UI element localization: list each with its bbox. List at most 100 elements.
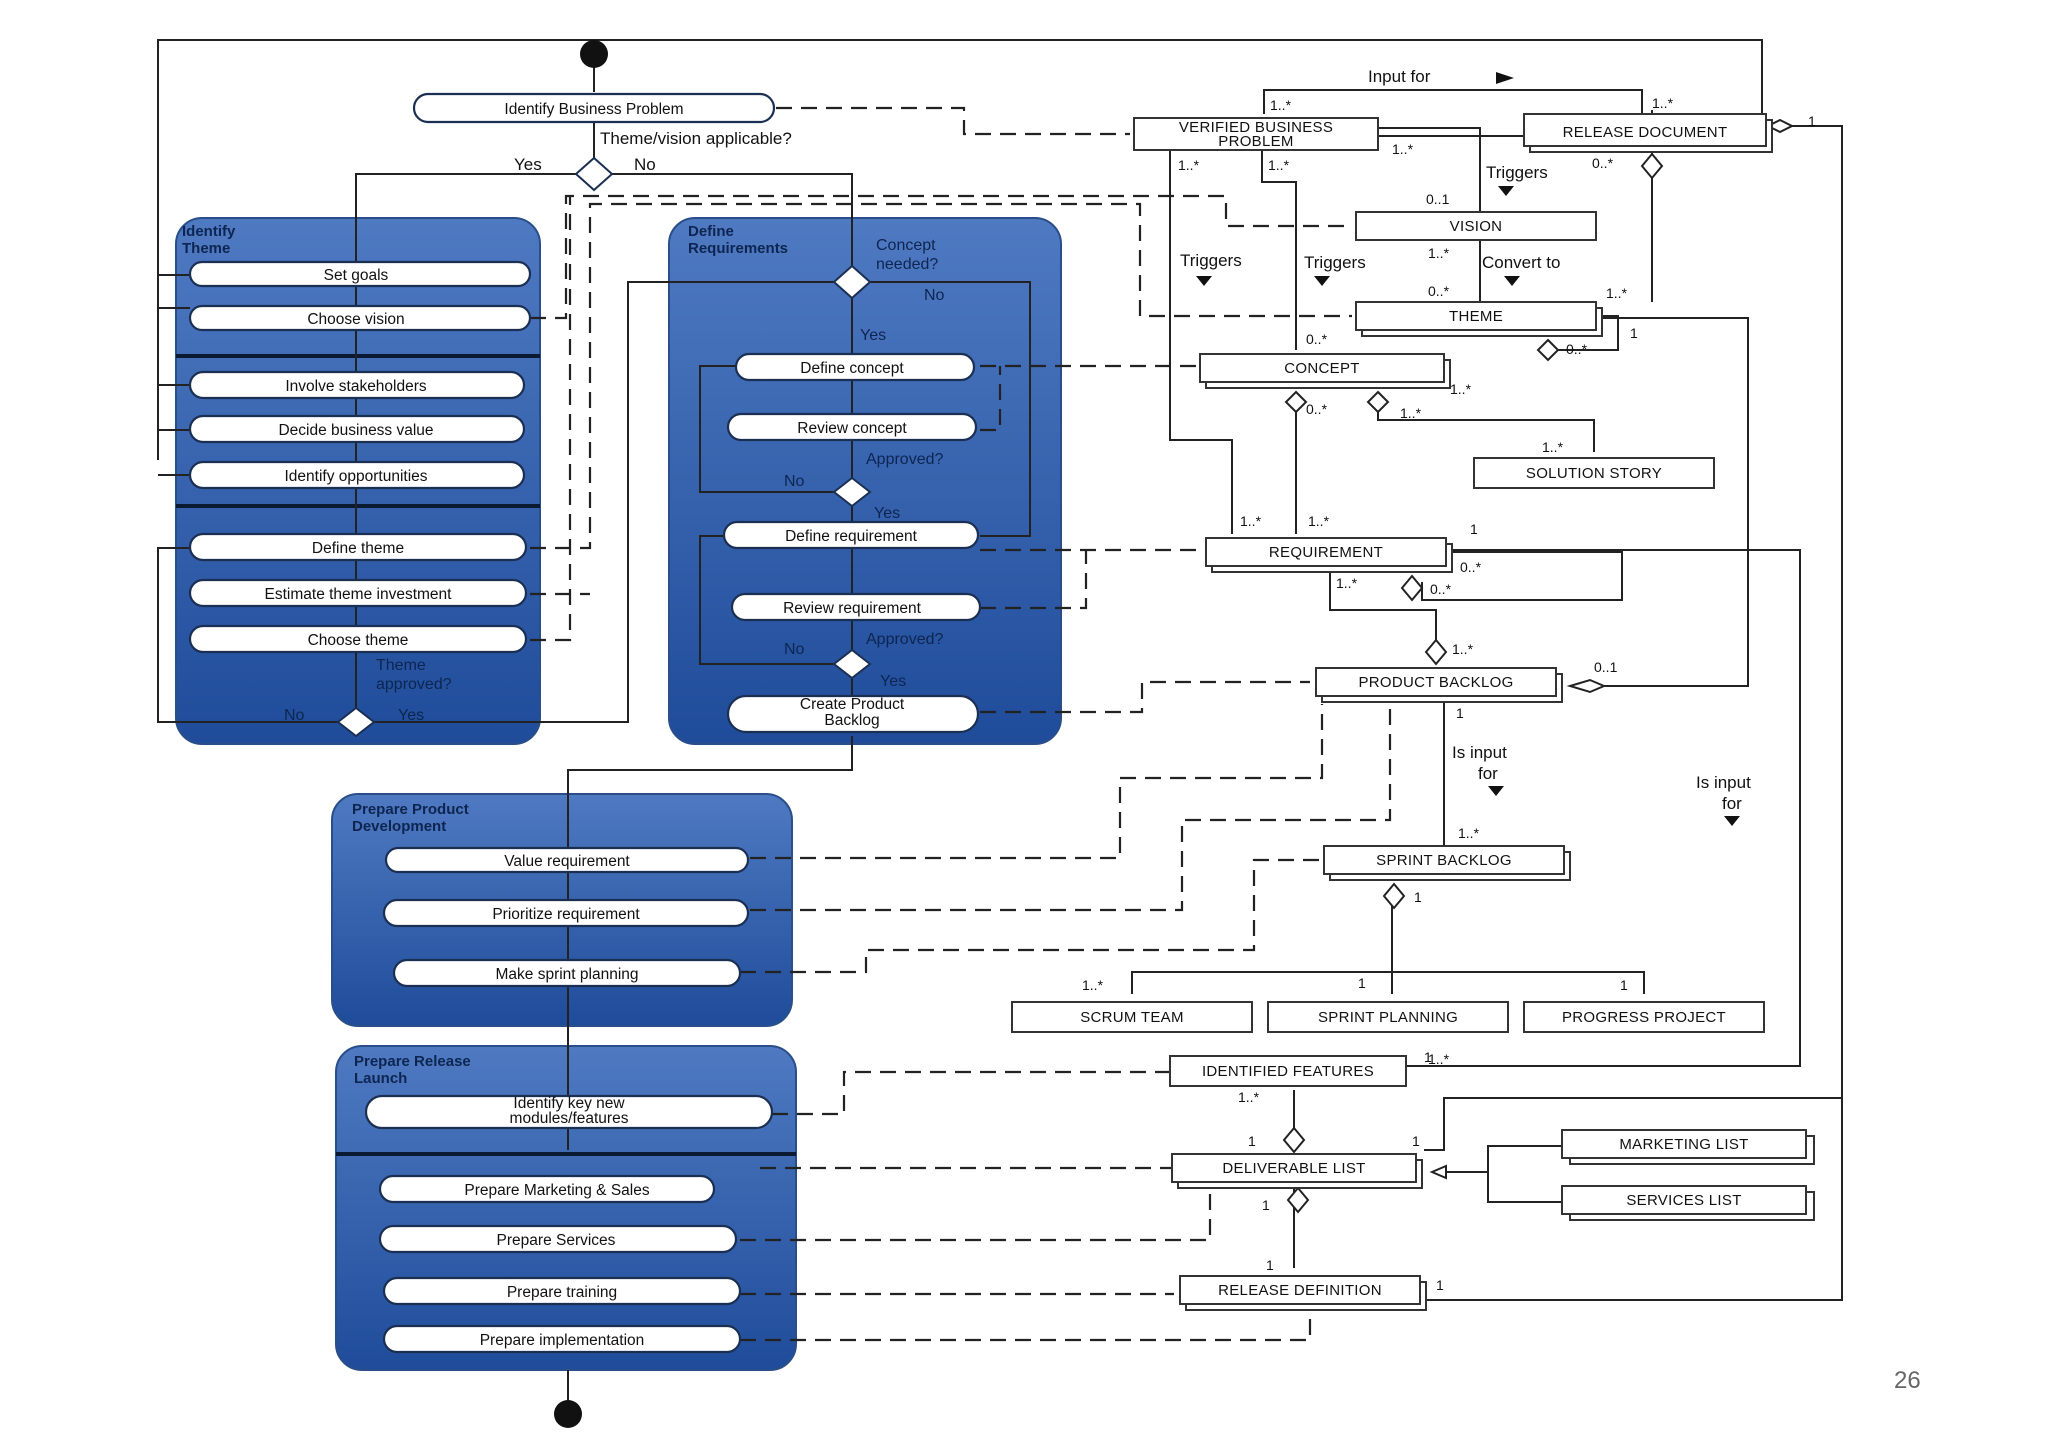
flow-label-approved: Approved? [866,631,943,648]
activity-involve-stakeholders: Involve stakeholders [188,370,526,400]
activity-review-concept: Review concept [726,412,978,442]
activity-identify-opportunities: Identify opportunities [188,460,526,490]
multiplicity: 0..* [1306,401,1328,417]
activity-label: Choose vision [307,311,404,328]
activity-label: Prepare Services [497,1232,616,1249]
multiplicity: 0..* [1430,581,1452,597]
class-label: IDENTIFIED FEATURES [1202,1063,1374,1080]
class-label: SPRINT BACKLOG [1376,852,1512,869]
multiplicity: 1..* [1238,1089,1260,1105]
activity-choose-theme: Choose theme [188,624,528,654]
activity-make-sprint-planning: Make sprint planning [392,958,742,988]
multiplicity: 1 [1808,113,1816,129]
multiplicity: 1 [1414,889,1422,905]
direction-arrow-icon [1314,276,1330,286]
multiplicity: 1 [1470,521,1478,537]
activity-label: Define theme [312,540,404,557]
activity-identify-business-problem: Identify Business Problem [412,92,776,124]
start-node [580,40,608,68]
multiplicity: 1..* [1400,405,1422,421]
multiplicity: 1 [1262,1197,1270,1213]
class-label: SERVICES LIST [1626,1192,1741,1209]
multiplicity-labels: 1..* 1..* 1..* 1..* 1..* 0..* 0..1 1..* … [1082,95,1816,1293]
flow-label-no: No [924,287,945,304]
multiplicity: 0..* [1306,331,1328,347]
class-label: REQUIREMENT [1269,544,1383,561]
activity-label: Prioritize requirement [492,906,640,923]
class-label: THEME [1449,308,1503,325]
multiplicity: 1..* [1542,439,1564,455]
multiplicity: 1..* [1308,513,1330,529]
multiplicity: 1 [1620,977,1628,993]
activity-label: Choose theme [308,632,409,649]
multiplicity: 1..* [1082,977,1104,993]
direction-arrow-icon [1498,186,1514,196]
class-deliverable-list: DELIVERABLE LIST [1171,1153,1423,1189]
activity-label: Decide business value [278,422,433,439]
activity-prepare-training: Prepare training [382,1276,742,1306]
class-label: PRODUCT BACKLOG [1358,674,1513,691]
decision-theme-approved [336,706,376,738]
multiplicity: 0..* [1428,283,1450,299]
multiplicity: 1 [1630,325,1638,341]
relation-label-triggers: Triggers [1180,251,1242,270]
activity-prepare-services: Prepare Services [378,1224,738,1254]
direction-arrow-icon [1724,816,1740,826]
direction-arrow-icon [1504,276,1520,286]
decision-requirement-approved [832,648,872,680]
activity-define-concept: Define concept [734,352,976,382]
activity-label: Involve stakeholders [285,378,427,395]
multiplicity: 0..* [1460,559,1482,575]
class-scrum-team: SCRUM TEAM [1011,1001,1253,1033]
multiplicity: 0..1 [1426,191,1450,207]
activity-label: Identify opportunities [284,468,427,485]
class-sprint-planning: SPRINT PLANNING [1267,1001,1509,1033]
multiplicity: 1 [1424,1049,1432,1065]
multiplicity: 1..* [1428,1051,1450,1067]
multiplicity: 1 [1436,1277,1444,1293]
class-progress-project: PROGRESS PROJECT [1523,1001,1765,1033]
multiplicity: 1..* [1392,141,1414,157]
class-sprint-backlog: SPRINT BACKLOG [1323,845,1571,881]
class-marketing-list: MARKETING LIST [1561,1129,1815,1165]
activity-label: Value requirement [504,853,630,870]
class-concept: CONCEPT [1199,353,1451,389]
multiplicity: 1 [1456,705,1464,721]
multiplicity: 1 [1248,1133,1256,1149]
flow-label-no: No [284,707,305,724]
class-label: DELIVERABLE LIST [1222,1160,1365,1177]
activity-review-requirement: Review requirement [730,592,982,622]
multiplicity: 1..* [1452,641,1474,657]
activity-label: Make sprint planning [495,966,638,983]
flow-label-yes: Yes [398,707,424,724]
activity-label: Prepare training [507,1284,617,1301]
end-node [554,1400,582,1428]
multiplicity: 1..* [1458,825,1480,841]
class-product-backlog: PRODUCT BACKLOG [1315,667,1563,703]
flow-label-no: No [784,473,805,490]
activity-label: Define requirement [785,528,918,545]
class-label: RELEASE DOCUMENT [1563,124,1728,141]
activity-label: Review requirement [783,600,922,617]
flow-label-yes: Yes [880,673,906,690]
direction-arrow-icon [1488,786,1504,796]
relation-label-triggers: Triggers [1304,253,1366,272]
activity-decide-business-value: Decide business value [188,414,526,444]
multiplicity: 1..* [1268,157,1290,173]
multiplicity: 1 [1266,1257,1274,1273]
activity-label: Identify Business Problem [504,101,683,118]
object-flow-lines [530,106,1392,1342]
multiplicity: 0..1 [1594,659,1618,675]
control-flow-lines [157,39,1763,1402]
